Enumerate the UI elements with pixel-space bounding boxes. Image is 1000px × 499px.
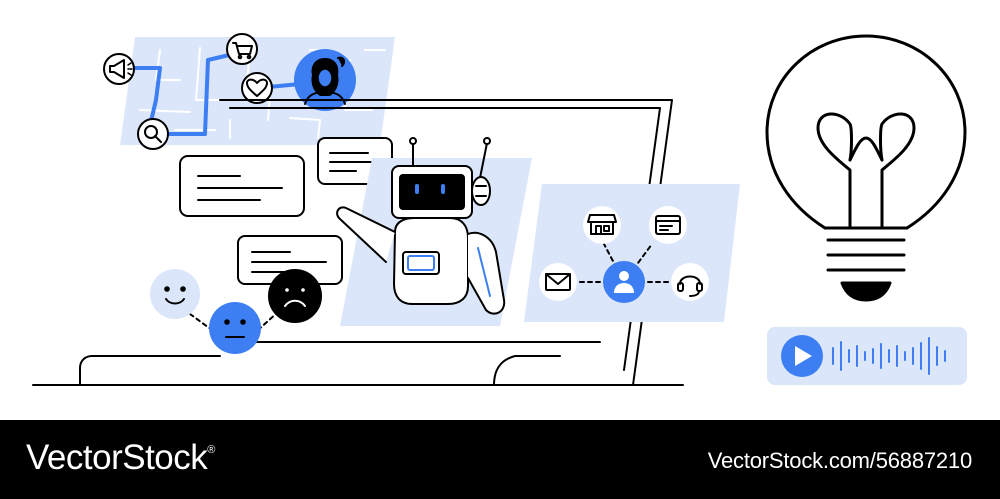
chat-bubble-large (179, 155, 305, 217)
heart-icon (241, 72, 273, 104)
user-icon (603, 261, 645, 303)
headset-icon (671, 263, 709, 301)
woman-avatar-icon (294, 49, 356, 111)
megaphone-icon (103, 53, 135, 85)
brand-logo: VectorStock® (26, 438, 215, 478)
sound-wave-icon (832, 337, 946, 375)
shopping-cart-icon (226, 33, 258, 65)
watermark-footer: VectorStock® VectorStock.com/56887210 (0, 420, 1000, 499)
lightbulb-icon (765, 34, 967, 302)
neutral-face-icon (209, 302, 261, 354)
play-icon (781, 335, 823, 377)
search-icon (137, 118, 169, 150)
chatbot-illustration (32, 33, 967, 386)
browser-window-icon (649, 206, 687, 244)
customer-journey-map (103, 33, 395, 150)
registered-mark: ® (207, 444, 215, 456)
store-icon (583, 206, 621, 244)
voice-message-player (767, 327, 967, 385)
robot-icon (336, 137, 532, 326)
brand-name: VectorStock (26, 438, 208, 477)
sad-face-icon (268, 269, 322, 323)
support-channels-panel (524, 184, 740, 322)
sentiment-faces (150, 269, 322, 354)
asset-url: VectorStock.com/56887210 (707, 448, 972, 473)
smile-face-icon (150, 269, 200, 319)
mail-icon (539, 263, 577, 301)
